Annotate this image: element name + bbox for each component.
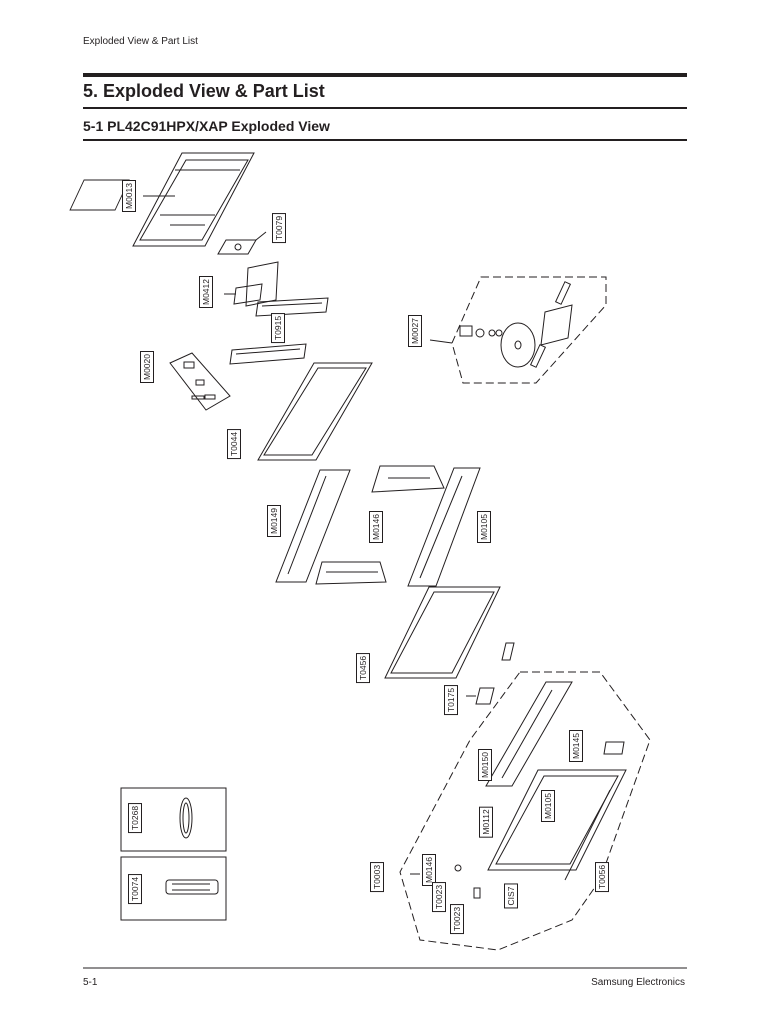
part-label-t0079: T0079	[272, 212, 286, 244]
part-label-t0915: T0915	[271, 312, 285, 344]
part-label-t0074: T0074	[128, 873, 142, 905]
part-label-m0105-bottom: M0105	[541, 790, 555, 822]
title-rule-top	[83, 73, 687, 77]
part-label-m0105-top: M0105	[477, 511, 491, 543]
bracket-bars-drawing	[229, 297, 329, 365]
part-label-m0149: M0149	[267, 505, 281, 537]
rear-cover-drawing	[69, 152, 255, 247]
top-bar-drawing	[371, 465, 445, 493]
power-cord-box	[120, 787, 227, 852]
small-parts-drawing	[466, 642, 515, 705]
part-label-t0003: T0003	[370, 861, 384, 893]
stand-bracket-drawing	[224, 261, 279, 307]
side-bracket-left-drawing	[275, 469, 351, 583]
part-label-m0146-top: M0146	[369, 511, 383, 543]
bottom-group-outline	[399, 671, 651, 951]
part-label-m0112: M0112	[479, 806, 493, 838]
remote-control-box	[120, 856, 227, 921]
part-label-m0027: M0027	[408, 315, 422, 347]
subsection-title: 5-1 PL42C91HPX/XAP Exploded View	[83, 118, 330, 134]
part-label-t0056: T0056	[595, 861, 609, 893]
accessory-kit-drawing	[169, 352, 231, 411]
part-label-t0456: T0456	[356, 652, 370, 684]
side-bracket-right-drawing	[407, 467, 481, 587]
frame-drawing	[257, 362, 373, 461]
part-label-m0412: M0412	[199, 276, 213, 308]
title-rule-bottom	[83, 139, 687, 141]
glass-panel-drawing	[384, 586, 501, 679]
part-label-t0023-a: T0023	[432, 881, 446, 913]
section-title: 5. Exploded View & Part List	[83, 81, 325, 101]
part-label-m0013: M0013	[122, 180, 136, 212]
running-head: Exploded View & Part List	[83, 36, 198, 47]
footer-page-number: 5-1	[83, 977, 98, 988]
stand-base-drawing	[429, 276, 607, 384]
title-rule-middle	[83, 107, 687, 109]
part-label-t0023-b: T0023	[450, 903, 464, 935]
small-board-drawing	[217, 231, 267, 255]
bottom-bar-drawing	[315, 561, 387, 585]
part-label-cis7: CIS7	[504, 883, 518, 909]
part-label-t0175: T0175	[444, 684, 458, 716]
part-label-t0268: T0268	[128, 802, 142, 834]
part-label-m0020: M0020	[140, 351, 154, 383]
footer-brand: Samsung Electronics	[591, 977, 685, 988]
part-label-m0145: M0145	[569, 730, 583, 762]
part-label-m0150: M0150	[478, 749, 492, 781]
part-label-t0044: T0044	[227, 428, 241, 460]
